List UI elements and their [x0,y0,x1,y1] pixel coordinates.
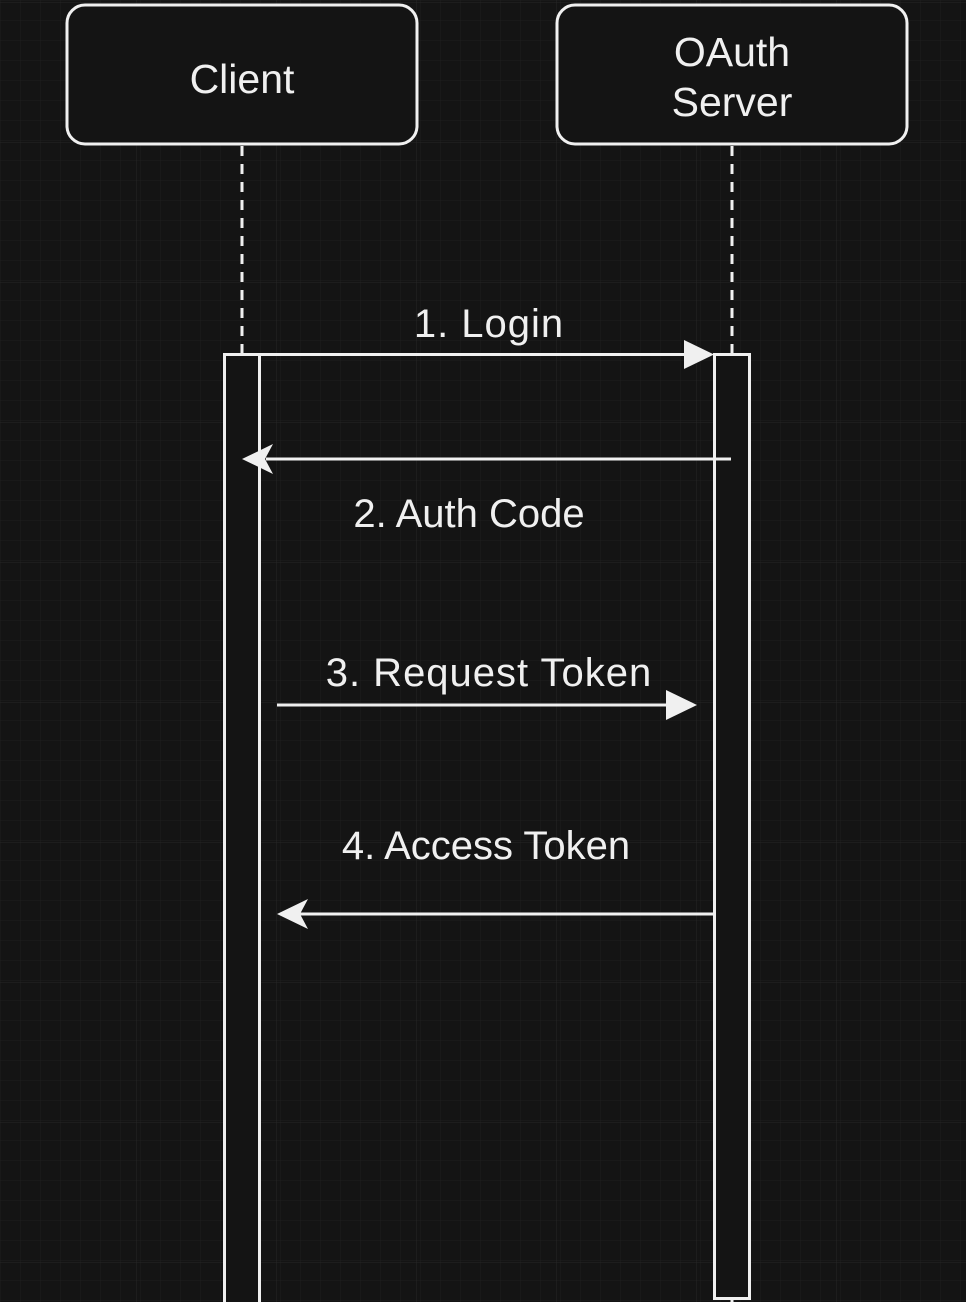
message-1-label: 1. Login [414,302,564,346]
message-2-label: 2. Auth Code [353,492,584,536]
participant-oauth-server[interactable]: OAuth Server [555,3,909,146]
participant-client[interactable]: Client [65,3,419,146]
message-4[interactable]: 4. Access Token [277,824,714,929]
message-2[interactable]: 2. Auth Code [242,444,731,536]
activation-bar-oauth-server[interactable] [713,353,751,1300]
message-4-label: 4. Access Token [342,824,630,868]
participant-oauth-server-label-line-2: Server [672,79,793,125]
message-2-arrowhead [242,444,273,474]
participant-client-box [65,3,419,146]
message-1[interactable]: 1. Login [260,302,714,369]
participant-oauth-server-label-line-1: OAuth [674,29,790,75]
participant-oauth-server-box [555,3,909,146]
activation-bar-client[interactable] [223,353,261,1302]
message-3-label: 3. Request Token [326,651,653,695]
message-3-arrowhead [666,690,697,720]
message-3[interactable]: 3. Request Token [277,651,697,720]
message-4-arrowhead [277,899,308,929]
participant-client-label: Client [190,56,295,102]
message-1-arrowhead [684,340,714,369]
